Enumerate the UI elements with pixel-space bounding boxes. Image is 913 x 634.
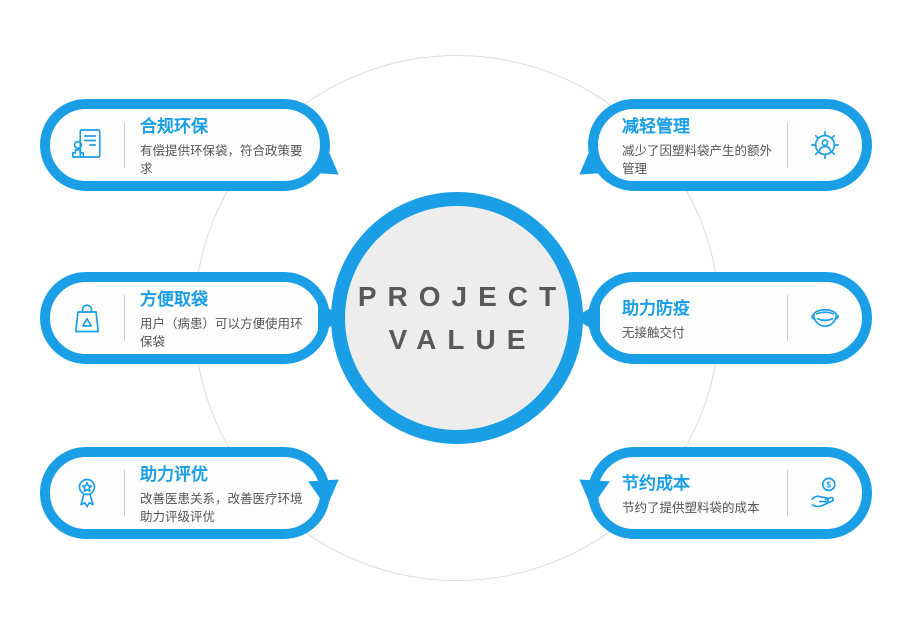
value-card-management: 减轻管理 减少了因塑料袋产生的额外管理	[570, 99, 872, 191]
card-title: 合规环保	[140, 116, 208, 136]
hand-coin-icon: $	[788, 457, 862, 529]
card-title: 节约成本	[622, 473, 690, 493]
divider	[124, 470, 125, 516]
card-title: 助力防疫	[622, 298, 690, 318]
gear-user-icon	[788, 109, 862, 181]
card-title: 助力评优	[140, 464, 208, 484]
card-description: 改善医患关系，改善医疗环境助力评级评优	[140, 491, 303, 524]
center-circle: PROJECT VALUE	[331, 192, 583, 444]
eco-bag-icon	[50, 282, 124, 354]
value-card-rating: 助力评优 改善医患关系，改善医疗环境助力评级评优	[40, 447, 348, 539]
card-description: 无接触交付	[622, 325, 685, 340]
card-title: 减轻管理	[622, 116, 690, 136]
center-title-line2: VALUE	[388, 324, 537, 355]
stamp-document-icon	[50, 109, 124, 181]
divider	[124, 295, 125, 341]
card-description: 用户（病患）可以方便使用环保袋	[140, 316, 303, 349]
divider	[787, 122, 788, 168]
divider	[787, 470, 788, 516]
center-title-line1: PROJECT	[357, 280, 568, 312]
value-card-epidemic-prevention: 助力防疫 无接触交付	[574, 272, 872, 364]
card-description: 减少了因塑料袋产生的额外管理	[622, 143, 773, 176]
card-description: 节约了提供塑料袋的成本	[622, 500, 760, 515]
value-card-convenient-bag: 方便取袋 用户（病患）可以方便使用环保袋	[40, 272, 344, 364]
value-card-compliance: 合规环保 有偿提供环保袋，符合政策要求	[40, 99, 348, 191]
divider	[124, 122, 125, 168]
card-description: 有偿提供环保袋，符合政策要求	[140, 143, 303, 176]
svg-text:$: $	[826, 480, 831, 489]
face-mask-icon	[788, 282, 862, 354]
divider	[787, 295, 788, 341]
card-title: 方便取袋	[140, 289, 208, 309]
value-card-cost-saving: 节约成本 节约了提供塑料袋的成本 $	[570, 447, 872, 539]
award-medal-icon	[50, 457, 124, 529]
